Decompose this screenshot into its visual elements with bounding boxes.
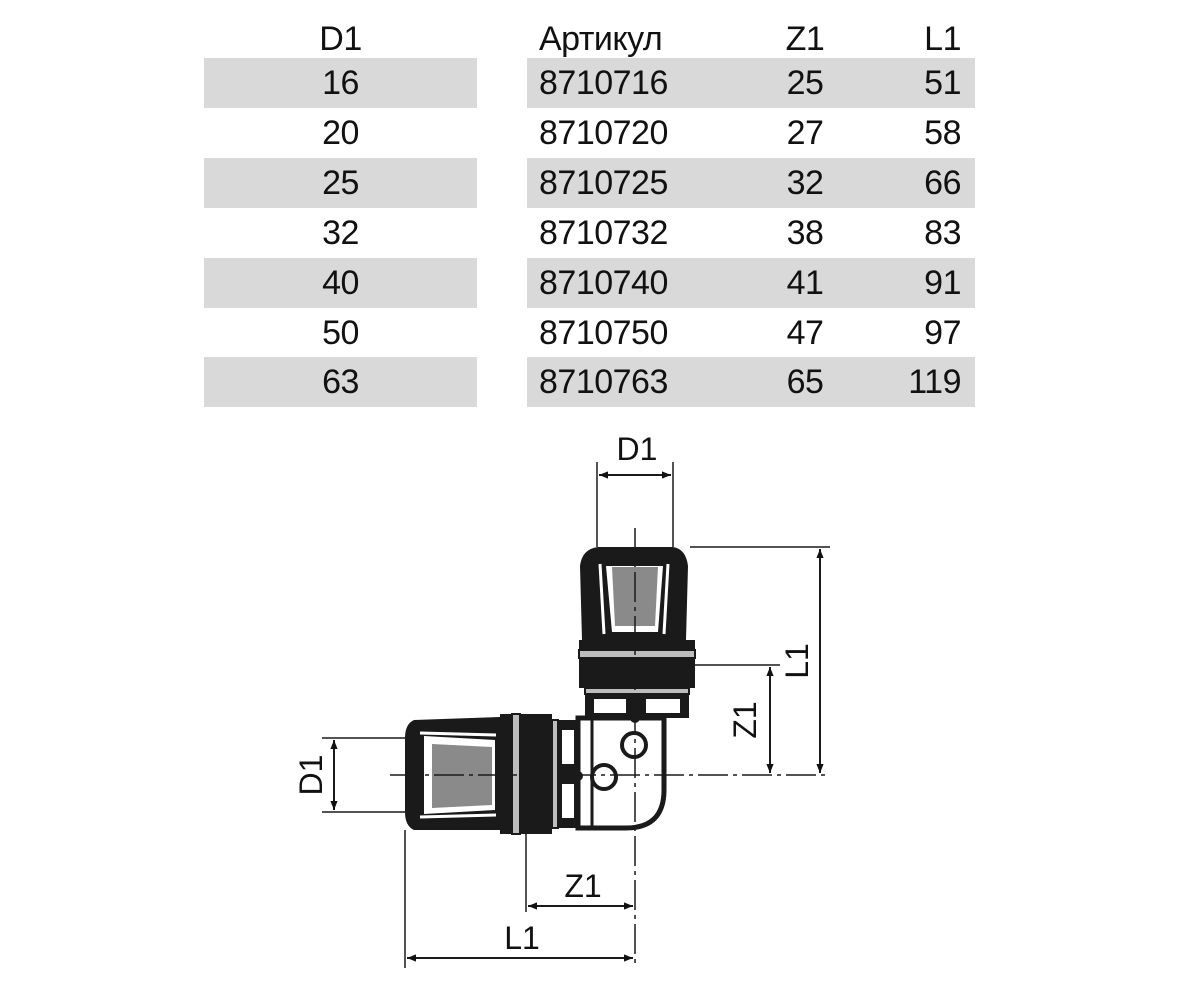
cell-d1: 50 xyxy=(322,314,359,352)
row-band xyxy=(527,357,975,407)
row-band xyxy=(204,357,477,407)
header-z1: Z1 xyxy=(785,20,825,58)
dim-label-d1-left: D1 xyxy=(293,755,329,796)
table-header-row: D1 Артикул Z1 L1 xyxy=(0,8,1200,58)
table-row: 40 8710740 41 91 xyxy=(0,258,1200,308)
cell-d1: 20 xyxy=(322,114,359,152)
cell-d1: 63 xyxy=(322,363,359,401)
cell-z1: 38 xyxy=(786,214,824,252)
cell-article: 8710725 xyxy=(539,164,668,202)
header-l1: L1 xyxy=(924,20,961,58)
cell-article: 8710750 xyxy=(539,314,668,352)
table-row: 20 8710720 27 58 xyxy=(0,108,1200,158)
left-connector xyxy=(405,713,578,835)
cell-z1: 25 xyxy=(786,64,824,102)
cell-article: 8710732 xyxy=(539,214,668,252)
cell-d1: 16 xyxy=(322,64,359,102)
cell-l1: 119 xyxy=(908,363,961,401)
cell-d1: 32 xyxy=(322,214,359,252)
row-band xyxy=(527,258,975,308)
cell-l1: 83 xyxy=(924,214,961,252)
table-row: 32 8710732 38 83 xyxy=(0,208,1200,258)
cell-l1: 91 xyxy=(924,264,961,302)
row-band xyxy=(204,158,477,208)
cell-l1: 58 xyxy=(924,114,961,152)
table-row: 16 8710716 25 51 xyxy=(0,58,1200,108)
cell-l1: 97 xyxy=(924,314,961,352)
header-article: Артикул xyxy=(539,20,663,58)
dim-label-z1-vertical: Z1 xyxy=(727,701,763,738)
cell-article: 8710763 xyxy=(539,363,668,401)
dim-label-z1-horizontal: Z1 xyxy=(564,868,601,904)
cell-z1: 32 xyxy=(786,164,824,202)
row-band xyxy=(204,58,477,108)
center-lines xyxy=(390,528,828,968)
dim-label-d1-top: D1 xyxy=(617,431,658,467)
dimensions-table: D1 Артикул Z1 L1 16 8710716 25 51 20 871… xyxy=(0,0,1200,410)
cell-z1: 41 xyxy=(786,264,824,302)
row-band xyxy=(527,58,975,108)
row-band xyxy=(204,258,477,308)
dim-label-l1-horizontal: L1 xyxy=(504,920,540,956)
cell-z1: 47 xyxy=(786,314,824,352)
table-row: 63 8710763 65 119 xyxy=(0,357,1200,407)
row-band xyxy=(527,158,975,208)
elbow-body xyxy=(573,713,667,831)
cell-article: 8710720 xyxy=(539,114,668,152)
top-connector xyxy=(578,547,696,718)
cell-z1: 65 xyxy=(786,363,824,401)
table-row: 25 8710725 32 66 xyxy=(0,158,1200,208)
cell-article: 8710740 xyxy=(539,264,668,302)
dimension-lines xyxy=(330,471,824,962)
cell-d1: 40 xyxy=(322,264,359,302)
cell-l1: 66 xyxy=(924,164,961,202)
cell-article: 8710716 xyxy=(539,64,668,102)
dim-label-l1-vertical: L1 xyxy=(779,643,815,679)
cell-d1: 25 xyxy=(322,164,359,202)
header-d1: D1 xyxy=(319,20,362,58)
cell-l1: 51 xyxy=(924,64,961,102)
extension-lines xyxy=(322,462,830,968)
table-row: 50 8710750 47 97 xyxy=(0,308,1200,358)
cell-z1: 27 xyxy=(786,114,824,152)
